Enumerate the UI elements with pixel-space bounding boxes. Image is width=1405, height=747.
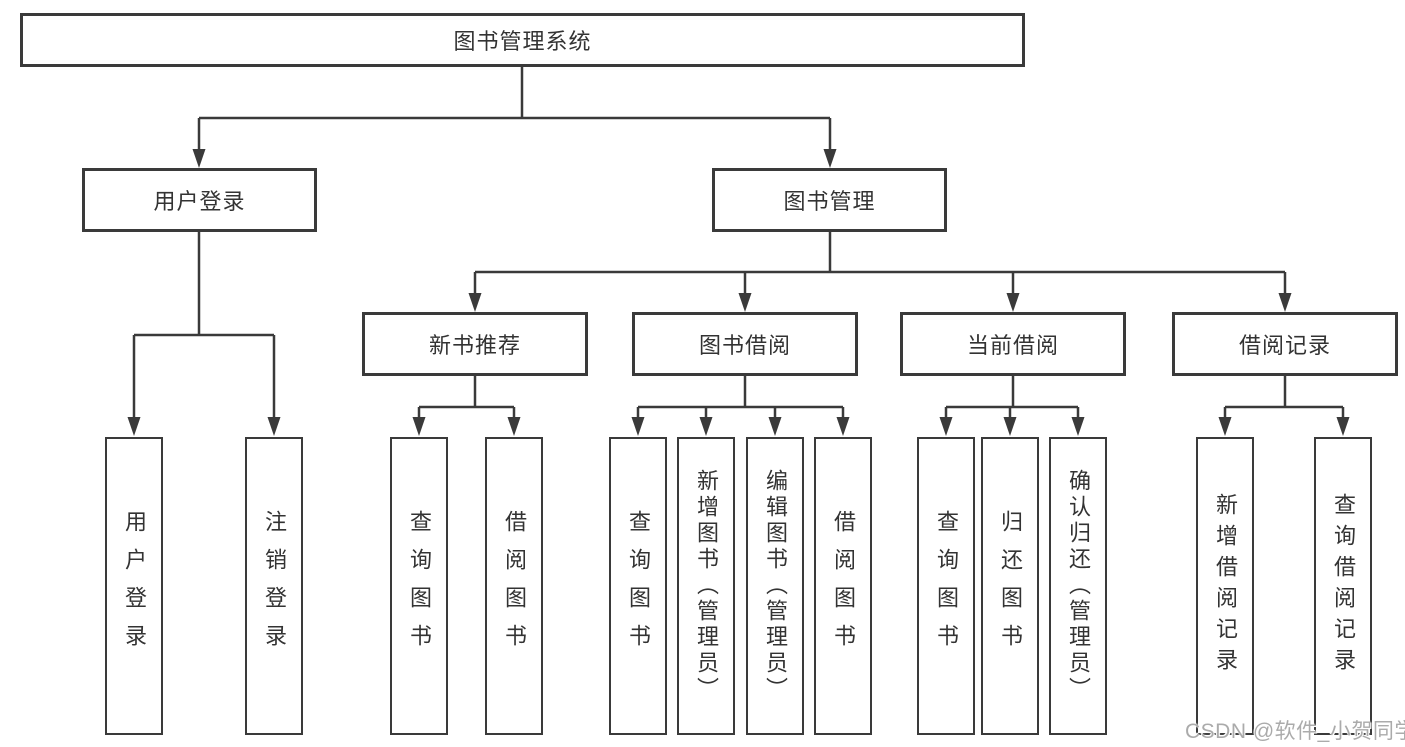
node-borrowing-records: 借阅记录 [1172, 312, 1398, 376]
leaf-label: 注销登录 [262, 510, 287, 662]
leaf-label: 查询图书 [934, 510, 959, 662]
node-book-borrowing: 图书借阅 [632, 312, 858, 376]
leaf-query-books-1: 查询图书 [390, 437, 448, 735]
leaf-return-book: 归还图书 [981, 437, 1039, 735]
leaf-label: 借阅图书 [831, 510, 856, 662]
node-label: 图书管理系统 [453, 29, 592, 54]
node-current-borrowing: 当前借阅 [900, 312, 1126, 376]
leaf-label: 借阅图书 [502, 510, 527, 662]
node-library-management-system: 图书管理系统 [20, 13, 1025, 67]
leaf-label: 编辑图书（管理员） [763, 469, 788, 703]
leaf-label: 查询图书 [626, 510, 651, 662]
leaf-confirm-return-admin: 确认归还（管理员） [1049, 437, 1107, 735]
leaf-add-book-admin: 新增图书（管理员） [677, 437, 735, 735]
leaf-label: 查询图书 [407, 510, 432, 662]
node-user-login: 用户登录 [82, 168, 317, 232]
node-book-management: 图书管理 [712, 168, 947, 232]
leaf-label: 用户登录 [122, 510, 147, 662]
leaf-query-borrow-record: 查询借阅记录 [1314, 437, 1372, 735]
leaf-label: 归还图书 [998, 510, 1023, 662]
node-label: 新书推荐 [428, 333, 521, 358]
leaf-edit-book-admin: 编辑图书（管理员） [746, 437, 804, 735]
leaf-borrow-books-2: 借阅图书 [814, 437, 872, 735]
node-new-book-recommend: 新书推荐 [362, 312, 588, 376]
node-label: 借阅记录 [1238, 333, 1331, 358]
watermark: CSDN @软件_小贺同学 [1185, 720, 1405, 743]
leaf-borrow-books-1: 借阅图书 [485, 437, 543, 735]
node-label: 图书借阅 [698, 333, 791, 358]
leaf-label: 新增图书（管理员） [694, 469, 719, 703]
node-label: 图书管理 [783, 189, 876, 214]
node-label: 用户登录 [153, 189, 246, 214]
leaf-label: 查询借阅记录 [1331, 493, 1356, 679]
leaf-label: 新增借阅记录 [1213, 493, 1238, 679]
leaf-label: 确认归还（管理员） [1066, 469, 1091, 703]
leaf-user-login: 用户登录 [105, 437, 163, 735]
leaf-logout: 注销登录 [245, 437, 303, 735]
leaf-query-books-2: 查询图书 [609, 437, 667, 735]
node-label: 当前借阅 [966, 333, 1059, 358]
leaf-query-books-3: 查询图书 [917, 437, 975, 735]
leaf-add-borrow-record: 新增借阅记录 [1196, 437, 1254, 735]
